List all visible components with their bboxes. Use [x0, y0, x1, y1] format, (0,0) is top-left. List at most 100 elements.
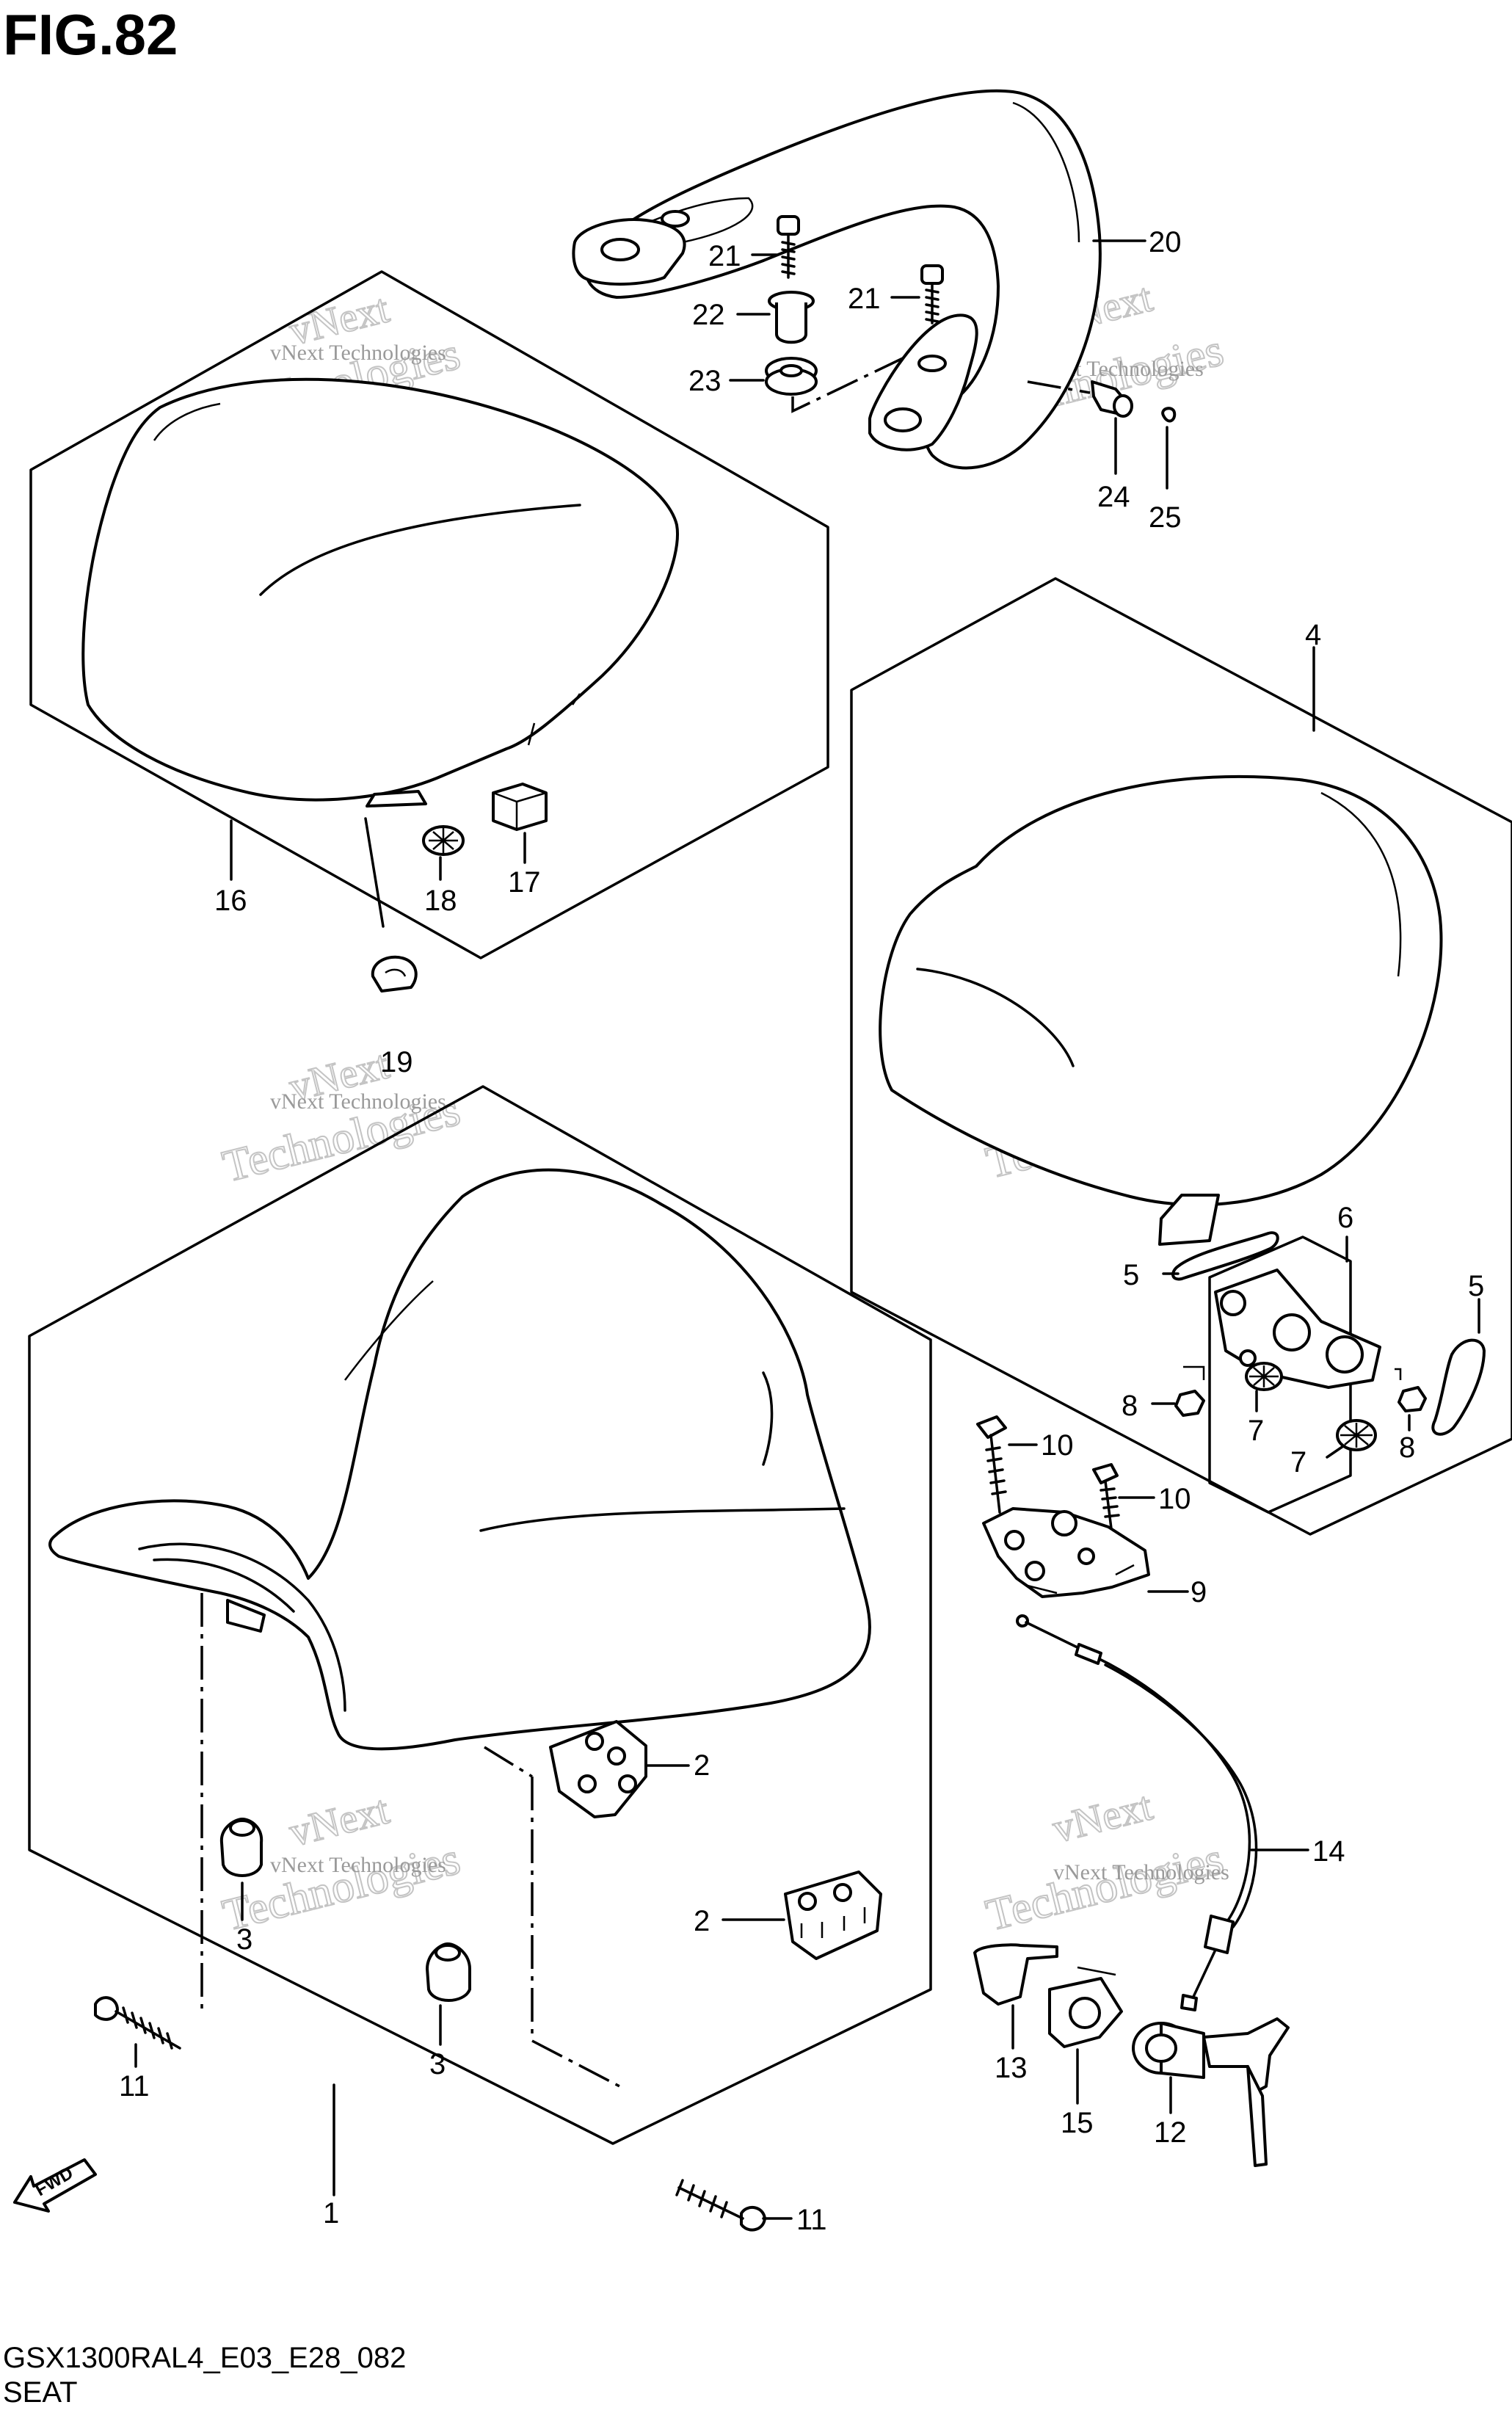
- group-frame-16: [29, 270, 829, 959]
- seat-latch-hook: [226, 1599, 266, 1633]
- latch-detail: [1027, 1564, 1135, 1594]
- callout-13: 13: [995, 2052, 1028, 2084]
- callout-8: 8: [1122, 1390, 1138, 1422]
- callout-1: 1: [323, 2197, 339, 2229]
- seat-cover-notch: [527, 722, 536, 746]
- part-19-damper: [371, 955, 418, 993]
- callout-4: 4: [1305, 619, 1321, 651]
- plate-hole: [1069, 1997, 1101, 2029]
- watermark-text: vNext Technologies: [270, 1853, 446, 1877]
- figure-code: GSX1300RAL4_E03_E28_082: [3, 2342, 406, 2374]
- screw-head: [1113, 394, 1133, 418]
- grommet-ref-line: [791, 357, 904, 413]
- part-17-cushion: [492, 783, 548, 831]
- bracket-hole: [1239, 1349, 1257, 1367]
- fwd-arrow: FWD: [13, 2158, 97, 2213]
- part-21-bolt-shank-b: [925, 282, 939, 324]
- fwd-arrow-icon: [13, 2158, 97, 2213]
- cable-sheath: [1104, 1663, 1258, 1928]
- cushion-hole: [618, 1774, 637, 1793]
- main-seat: [48, 1168, 871, 1751]
- callout-14: 14: [1312, 1835, 1345, 1868]
- seat-ref-line-right-top: [484, 1746, 533, 1778]
- cushion-top: [435, 1944, 461, 1962]
- callout-21: 21: [708, 240, 741, 272]
- part-8-nut-right: [1397, 1386, 1427, 1412]
- cable-lower-adjuster: [1204, 1915, 1235, 1954]
- bracket-ref-lines: [1183, 1365, 1402, 1380]
- part-10-bolt-head-b: [1092, 1463, 1119, 1484]
- callout-19: 19: [380, 1046, 413, 1078]
- part-25-washer: [1161, 407, 1177, 423]
- seat-seam-front: [344, 1280, 434, 1381]
- callout-22: 22: [692, 299, 725, 331]
- cushion-hole: [585, 1732, 604, 1751]
- seat-cover-edge: [153, 402, 221, 441]
- cable-end: [1016, 1614, 1029, 1628]
- seat-ref-line-right: [531, 1777, 625, 2090]
- seat-front-rim-inner: [153, 1558, 295, 1613]
- seat-cover-clip: [366, 790, 427, 808]
- callout-10: 10: [1158, 1483, 1191, 1515]
- seat-lock-group: [973, 1415, 1309, 2167]
- mount-hole: [884, 407, 922, 432]
- pushnut-teeth: [1340, 1423, 1373, 1448]
- callout-5: 5: [1468, 1270, 1484, 1302]
- part-10-bolt-shank-a: [985, 1434, 1007, 1514]
- part-13-clip: [973, 1943, 1058, 2006]
- part-9-seat-latch: [982, 1507, 1150, 1598]
- callout-5: 5: [1123, 1259, 1139, 1291]
- watermark-6: vNext Technologies vNext Technologies: [981, 1782, 1229, 1941]
- rear-seat-cover: [81, 377, 679, 802]
- callout-7: 7: [1248, 1415, 1264, 1447]
- part-8-nut-left: [1174, 1390, 1205, 1417]
- passenger-seat-edge: [1320, 791, 1402, 977]
- callout-9: 9: [1191, 1576, 1207, 1608]
- key-blade: [1246, 2065, 1268, 2167]
- part-21-bolt-shank-a: [781, 233, 796, 279]
- cable-adjuster: [1075, 1643, 1102, 1665]
- watermark-vnext: vNext: [285, 1787, 393, 1855]
- latch-hole: [1077, 1547, 1095, 1565]
- part-10-bolt-head-a: [976, 1415, 1007, 1439]
- callout-3: 3: [429, 2048, 446, 2080]
- grab-rail-20: [584, 89, 1102, 470]
- part-22-collar: [775, 302, 807, 344]
- cushion-top: [229, 1819, 255, 1837]
- mount-hole: [600, 238, 640, 261]
- pushnut-teeth: [1249, 1365, 1279, 1387]
- part-11-bolt-shank-a: [115, 2006, 181, 2050]
- callout-16: 16: [214, 885, 247, 917]
- cable-lower-end: [1180, 1994, 1198, 2011]
- callout-7: 7: [1290, 1446, 1306, 1478]
- watermark-vnext: vNext: [1048, 1783, 1157, 1851]
- part-2-cushion-b: [784, 1870, 882, 1960]
- latch-hole: [1025, 1561, 1045, 1581]
- group-frame-4: [850, 577, 1512, 1536]
- callout-17: 17: [508, 866, 541, 899]
- seat-cover-notch: [571, 693, 581, 705]
- cushion-hole: [607, 1746, 626, 1766]
- callout-21: 21: [848, 283, 881, 315]
- cable-lower-segment: [1191, 1948, 1217, 2000]
- part-14-seat-lock-cable: [1098, 1658, 1251, 1925]
- callout-3: 3: [236, 1923, 252, 1956]
- passenger-seat-hook: [1158, 1194, 1220, 1246]
- cable-segment: [1025, 1621, 1088, 1653]
- part-19-detail: [385, 968, 407, 977]
- callout-11: 11: [119, 2070, 150, 2102]
- rear-seat-cover-group: [29, 270, 829, 993]
- bracket-hole: [1326, 1335, 1364, 1374]
- part-11-bolt-head-b: [740, 2206, 766, 2232]
- leader-19-line: [364, 817, 385, 928]
- seat-seam-side: [762, 1371, 774, 1466]
- callout-20: 20: [1149, 226, 1182, 258]
- latch-hole: [1004, 1530, 1025, 1550]
- bracket-hole: [1220, 1290, 1246, 1316]
- callout-10: 10: [1041, 1429, 1074, 1462]
- grab-rail-group: [572, 89, 1177, 490]
- part-11-bolt-shank-b: [675, 2179, 744, 2220]
- mount-hole: [661, 210, 690, 228]
